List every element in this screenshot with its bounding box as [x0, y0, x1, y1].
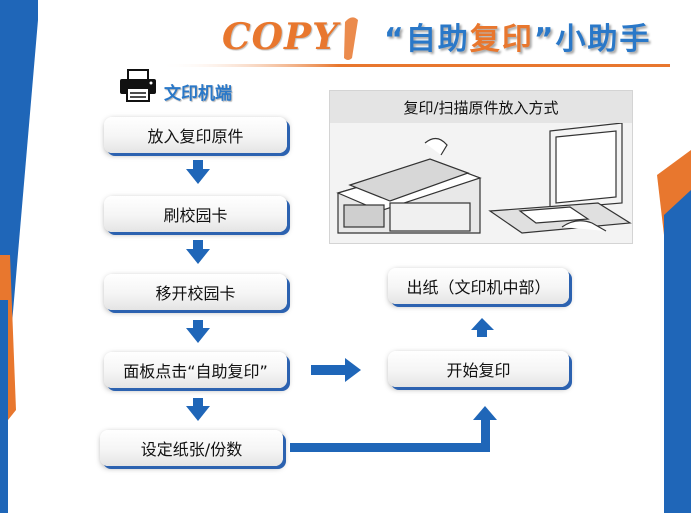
step-place-original: 放入复印原件	[104, 117, 287, 153]
right-blue-stripe	[664, 190, 691, 513]
printer-side-label: 文印机端	[164, 84, 232, 104]
title-brush-stroke	[344, 17, 358, 60]
step-swipe-card: 刷校园卡	[104, 196, 287, 232]
step-tap-self-copy: 面板点击“自助复印”	[104, 352, 287, 388]
placement-illustration: 复印/扫描原件放入方式	[329, 90, 633, 244]
step-remove-card: 移开校园卡	[104, 274, 287, 310]
title-open-quote: “	[384, 22, 406, 57]
step-start-copy: 开始复印	[388, 351, 569, 387]
title-part-copy: 复印	[469, 22, 534, 57]
page-title: “自助复印”小助手	[384, 14, 651, 58]
copy-logo: COPY	[222, 16, 339, 58]
copier-illustration	[336, 123, 632, 234]
title-close-quote: ”	[533, 22, 556, 57]
left-blue-lower-stripe	[0, 300, 8, 513]
header-divider	[160, 64, 670, 67]
title-part-self-service: 自助	[405, 22, 470, 57]
step-set-paper-copies: 设定纸张/份数	[100, 430, 283, 466]
title-part-assistant: 小助手	[555, 22, 652, 57]
illustration-caption: 复印/扫描原件放入方式	[330, 91, 632, 123]
step-paper-output: 出纸（文印机中部）	[388, 268, 569, 304]
